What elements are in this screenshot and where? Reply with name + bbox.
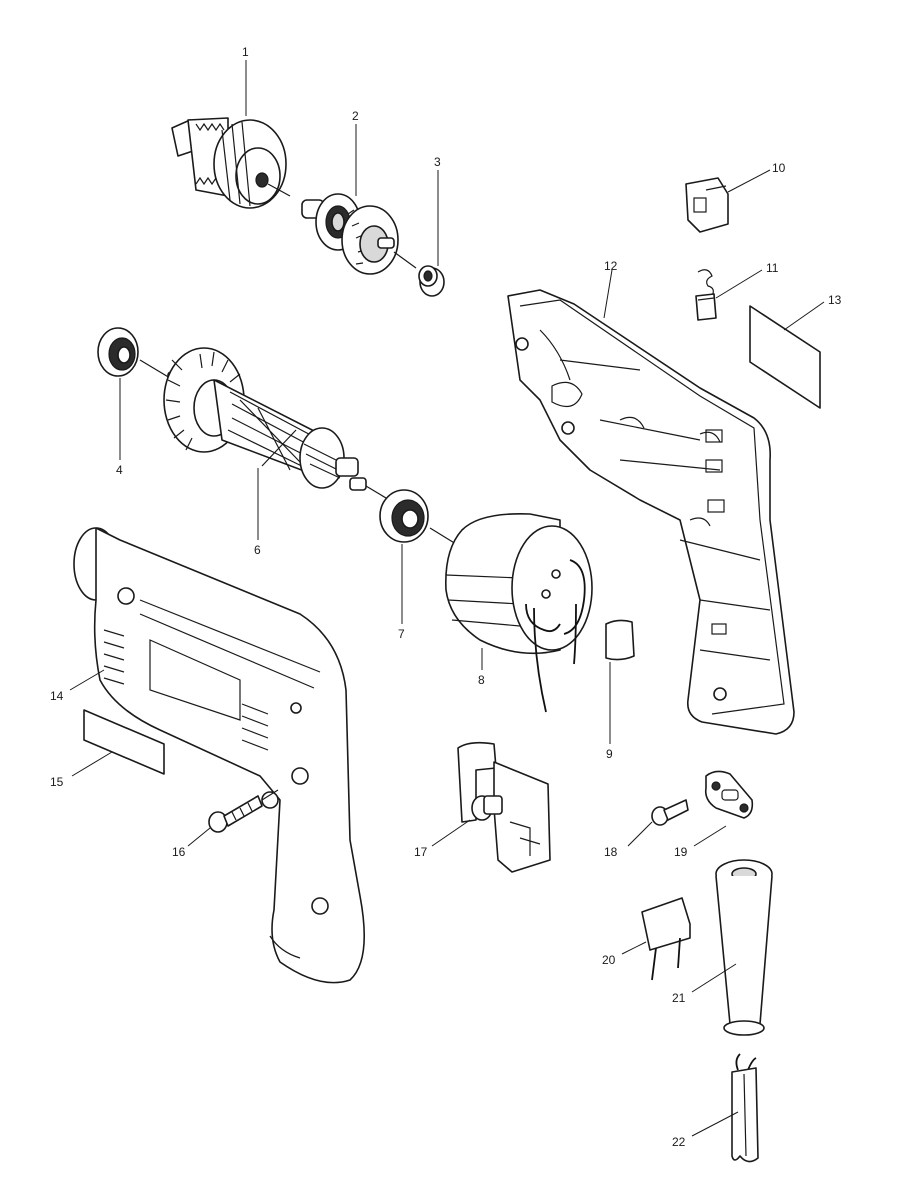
callout-2: 2 — [352, 109, 359, 123]
brush-holder-cap-icon — [685, 177, 729, 233]
callout-6: 6 — [254, 543, 261, 557]
callout-15: 15 — [50, 775, 64, 789]
spindle-gear-icon — [301, 193, 417, 275]
callout-10: 10 — [772, 161, 786, 175]
callout-14: 14 — [50, 689, 64, 703]
power-cord-icon — [731, 1053, 759, 1163]
callout-1: 1 — [242, 45, 249, 59]
callout-20: 20 — [602, 953, 616, 967]
leader-lines — [69, 60, 825, 1137]
callout-11: 11 — [766, 261, 779, 275]
field-stator-icon — [429, 513, 593, 713]
callout-13: 13 — [828, 293, 842, 307]
callout-7: 7 — [398, 627, 405, 641]
callout-9: 9 — [606, 747, 613, 761]
name-plate-icon — [83, 709, 165, 775]
sleeve-icon — [418, 265, 445, 297]
tapping-screw-icon — [651, 799, 689, 826]
housing-complete-icon — [73, 527, 365, 984]
armature-icon — [139, 347, 387, 499]
tapping-screw-icon — [208, 789, 279, 833]
callout-17: 17 — [414, 845, 428, 859]
callout-4: 4 — [116, 463, 123, 477]
callout-19: 19 — [674, 845, 688, 859]
callout-numbers: 1 2 3 4 6 7 8 9 10 11 12 13 14 15 16 17 … — [50, 45, 842, 1149]
strain-relief-icon — [704, 770, 754, 819]
cord-guard-icon — [715, 859, 773, 1036]
carbon-brush-icon — [695, 269, 717, 321]
callout-3: 3 — [434, 155, 441, 169]
callout-22: 22 — [672, 1135, 686, 1149]
callout-18: 18 — [604, 845, 618, 859]
callout-12: 12 — [604, 259, 618, 273]
callout-8: 8 — [478, 673, 485, 687]
callout-21: 21 — [672, 991, 686, 1005]
ball-bearing-icon — [97, 327, 139, 377]
noise-suppressor-icon — [641, 897, 691, 981]
insulation-sheet-icon — [605, 619, 635, 661]
housing-half-icon — [507, 289, 795, 735]
callout-16: 16 — [172, 845, 186, 859]
label-plate-icon — [749, 305, 821, 409]
ball-bearing-icon — [379, 489, 429, 543]
switch-icon — [457, 741, 551, 873]
drill-chuck-icon — [171, 117, 291, 209]
